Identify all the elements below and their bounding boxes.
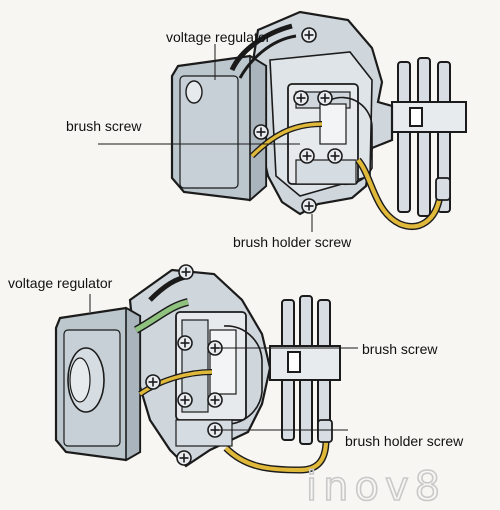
- bottom-brush-screw-lower-a: [177, 392, 193, 408]
- bottom-green-wire: [134, 299, 189, 333]
- bottom-voltage-regulator-label: voltage regulator: [8, 275, 113, 291]
- top-black-wire: [229, 23, 293, 72]
- top-brush-screw-label: brush screw: [66, 118, 142, 134]
- top-voltage-regulator-body: [170, 54, 268, 202]
- top-leader-lines: [98, 44, 313, 232]
- bottom-yellow-wire: [139, 370, 213, 396]
- bottom-brush-holder: [175, 311, 263, 447]
- bottom-brush-screw-top: [177, 335, 193, 351]
- bottom-leader-lines: [89, 294, 358, 431]
- bottom-brush-screw-label: brush screw: [362, 341, 438, 357]
- bottom-rotor-fins: [269, 295, 341, 445]
- top-regulator-screw: [301, 27, 317, 43]
- top-assembly: [170, 10, 467, 230]
- bottom-assembly: [54, 264, 341, 474]
- top-voltage-regulator-label: voltage regulator: [166, 29, 271, 45]
- top-brush-screw-left: [253, 124, 269, 140]
- top-rotor-fins: [391, 57, 467, 217]
- bottom-brush-screw-lower-b: [207, 392, 223, 408]
- top-brush-holder-screw-label: brush holder screw: [233, 234, 352, 250]
- bottom-lower-mount-screw: [176, 450, 192, 466]
- top-brush-screw: [299, 148, 315, 164]
- watermark-text: inov8: [306, 464, 446, 510]
- top-terminal-screw-b: [317, 90, 333, 106]
- bottom-brush-holder-screw-label: brush holder screw: [345, 433, 464, 449]
- top-brush-holder-screw: [301, 198, 317, 214]
- top-brush-screw-right: [327, 148, 343, 164]
- bottom-regulator-screw: [178, 264, 194, 280]
- bottom-regulator-mount-screw: [145, 374, 161, 390]
- bottom-voltage-regulator-body: [54, 306, 142, 462]
- top-terminal-screw-a: [293, 90, 309, 106]
